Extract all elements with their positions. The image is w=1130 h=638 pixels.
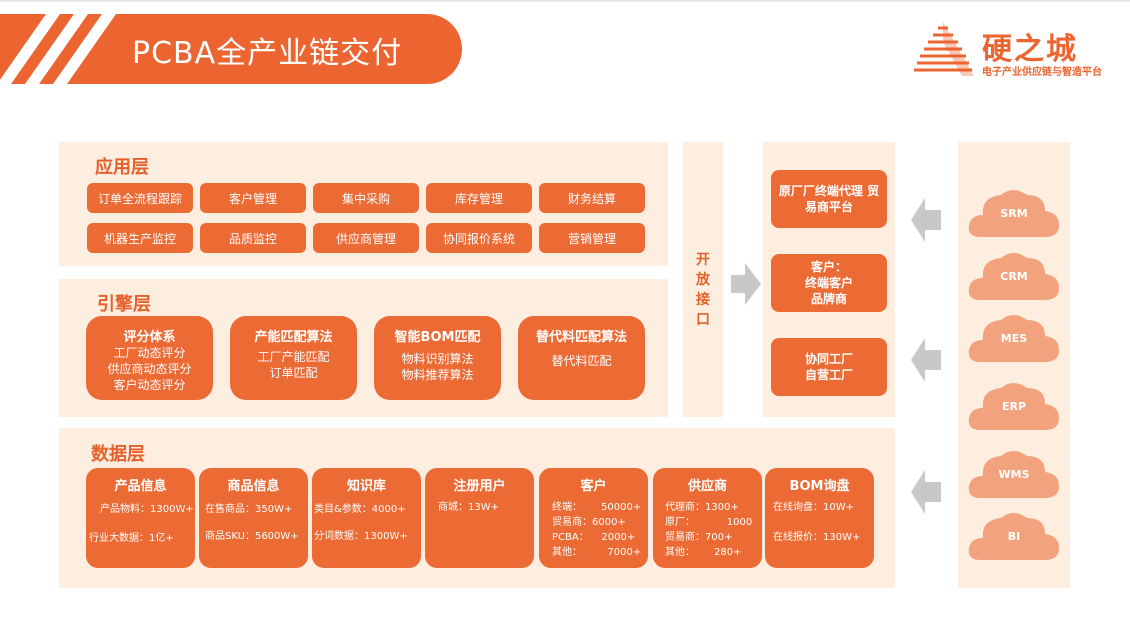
app-layer-title: 应用层: [95, 157, 149, 178]
arrow-left-icon: [911, 338, 941, 382]
data-card-title: 供应商: [687, 479, 727, 494]
app-item: 营销管理: [539, 223, 645, 253]
data-card: BOM询盘 在线询盘：10W+ 在线报价：130W+: [765, 468, 874, 568]
data-card-line: 商城：13W+: [438, 502, 499, 513]
data-card: 知识库 类目&参数：4000+ 分词数据：1300W+: [312, 468, 421, 568]
logo-pyramid-icon: [914, 22, 974, 76]
app-item: 协同报价系统: [426, 223, 532, 253]
data-card-line: 其他： 280+: [665, 547, 742, 558]
top-divider: [0, 0, 1130, 2]
cloud-icon: [968, 315, 1059, 362]
cloud-bi: BI: [967, 508, 1061, 562]
data-card-line: 终端： 50000+: [552, 502, 642, 513]
engine-card-line: 供应商动态评分: [107, 362, 192, 376]
cloud-icon: [968, 383, 1059, 430]
app-item: 品质监控: [200, 223, 306, 253]
system-label: WMS: [998, 468, 1030, 481]
data-card: 客户 终端： 50000+ 贸易商：6000+ PCBA： 2000+ 其他： …: [539, 468, 648, 568]
cloud-icon: [968, 190, 1059, 237]
engine-layer-title: 引擎层: [97, 294, 151, 315]
data-card-line: 商品SKU：5600W+: [205, 531, 299, 542]
data-card-title: 客户: [580, 479, 607, 494]
engine-card-line: 工厂动态评分: [113, 346, 186, 360]
data-card-title: BOM询盘: [789, 479, 850, 494]
data-card: 供应商 代理商：1300+ 原厂： 1000 贸易商：700+ 其他： 280+: [653, 468, 762, 568]
data-card-line: 其他： 7000+: [552, 547, 642, 558]
app-item: 供应商管理: [313, 223, 419, 253]
logo: 硬之城 电子产业供应链与智造平台: [912, 22, 1112, 82]
logo-name: 硬之城: [982, 32, 1078, 67]
data-card: 注册用户 商城：13W+: [425, 468, 534, 568]
arrow-right-icon: [731, 263, 761, 305]
client-card: 客户： 终端客户 品牌商: [771, 254, 887, 312]
cloud-icon: [968, 451, 1059, 498]
app-item: 财务结算: [539, 183, 645, 213]
engine-card-line: 替代料匹配: [551, 354, 612, 368]
cloud-mes: MES: [967, 310, 1061, 364]
title-banner: PCBA全产业链交付: [0, 14, 462, 84]
data-card-line: PCBA： 2000+: [552, 532, 636, 543]
engine-card-line: 物料识别算法: [401, 352, 474, 366]
client-card: 原厂厂终端代理 贸 易商平台: [771, 170, 887, 228]
client-card: 协同工厂 自营工厂: [771, 338, 887, 396]
app-item: 机器生产监控: [87, 223, 193, 253]
engine-card-line: 工厂产能匹配: [257, 350, 330, 364]
cloud-wms: WMS: [967, 446, 1061, 500]
open-interface-panel: 开 放 接 口: [683, 142, 723, 417]
data-card-line: 贸易商：700+: [665, 532, 733, 543]
page-title: PCBA全产业链交付: [132, 36, 403, 71]
engine-card: 产能匹配算法 工厂产能匹配 订单匹配: [230, 316, 357, 400]
system-label: ERP: [1001, 400, 1027, 413]
engine-card: 替代料匹配算法 替代料匹配: [518, 316, 645, 400]
engine-card-title: 替代料匹配算法: [535, 330, 627, 345]
app-item: 库存管理: [426, 183, 532, 213]
data-card-line: 类目&参数：4000+: [314, 504, 406, 515]
system-label: MES: [1000, 332, 1028, 345]
data-card-title: 产品信息: [114, 479, 167, 494]
data-layer-title: 数据层: [91, 444, 145, 465]
cloud-srm: SRM: [967, 185, 1061, 239]
data-card-title: 商品信息: [227, 479, 280, 494]
system-label: SRM: [1000, 207, 1028, 220]
cloud-crm: CRM: [967, 248, 1061, 302]
engine-card-title: 产能匹配算法: [254, 330, 333, 345]
app-item: 客户管理: [200, 183, 306, 213]
app-item: 集中采购: [313, 183, 419, 213]
open-interface-label: 开 放 接 口: [696, 252, 710, 328]
data-card-line: 在线询盘：10W+: [773, 502, 854, 513]
data-card-title: 知识库: [346, 479, 386, 494]
engine-card-line: 订单匹配: [269, 366, 318, 380]
data-card: 商品信息 在售商品：350W+ 商品SKU：5600W+: [199, 468, 308, 568]
data-card-line: 产品物料：1300W+: [100, 504, 194, 515]
data-card-line: 在售商品：350W+: [205, 504, 293, 515]
engine-card: 智能BOM匹配 物料识别算法 物料推荐算法: [374, 316, 501, 400]
data-card-line: 原厂： 1000: [665, 517, 753, 528]
cloud-icon: [968, 513, 1059, 560]
engine-card-line: 物料推荐算法: [401, 368, 474, 382]
system-label: BI: [1007, 530, 1021, 543]
arrow-left-icon: [911, 470, 941, 514]
data-card: 产品信息 产品物料：1300W+ 行业大数据：1亿+: [86, 468, 195, 568]
arrow-left-icon: [911, 198, 941, 242]
engine-card: 评分体系 工厂动态评分 供应商动态评分 客户动态评分: [86, 316, 213, 400]
data-card-title: 注册用户: [453, 479, 506, 494]
engine-card-title: 评分体系: [123, 330, 176, 345]
data-card-line: 行业大数据：1亿+: [89, 533, 174, 544]
system-label: CRM: [1000, 270, 1028, 283]
data-card-line: 代理商：1300+: [665, 502, 739, 513]
logo-subtitle: 电子产业供应链与智造平台: [982, 67, 1102, 78]
data-card-line: 贸易商：6000+: [552, 517, 626, 528]
cloud-erp: ERP: [967, 378, 1061, 432]
app-item: 订单全流程跟踪: [87, 183, 193, 213]
data-card-line: 分词数据：1300W+: [314, 531, 408, 542]
engine-card-title: 智能BOM匹配: [394, 330, 481, 345]
engine-card-line: 客户动态评分: [113, 378, 186, 392]
data-card-line: 在线报价：130W+: [773, 532, 861, 543]
cloud-icon: [968, 253, 1059, 300]
